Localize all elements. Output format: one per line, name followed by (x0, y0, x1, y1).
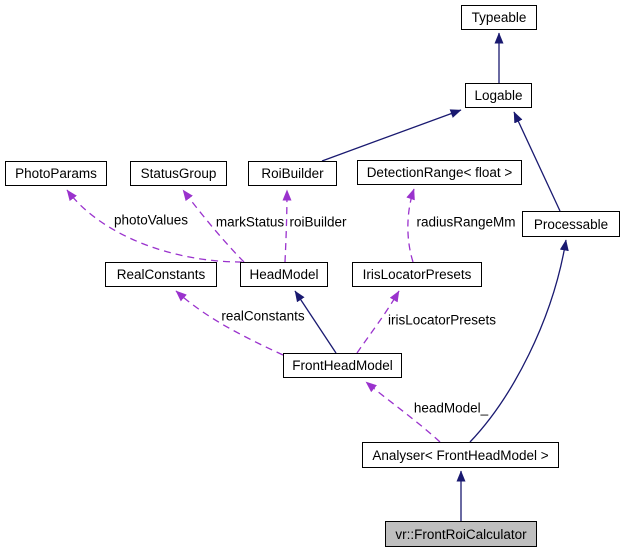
node-frontheadmodel[interactable]: FrontHeadModel (283, 353, 402, 378)
node-realconstants[interactable]: RealConstants (105, 262, 217, 287)
edge-inheritance-processable-logable (513, 111, 561, 212)
edge-label-irislocatorpresets: irisLocatorPresets (387, 312, 497, 328)
edge-inheritance-roibuilder-logable (321, 109, 462, 162)
edge-label-radiusrangemm: radiusRangeMm (416, 214, 516, 230)
edge-usage-headmodel-statusgroup (182, 189, 245, 263)
edge-usage-headmodel-photoparams (66, 189, 243, 263)
edge-inheritance-frontheadmodel-headmodel (294, 290, 337, 354)
edge-label-markstatus: markStatus (215, 214, 285, 230)
edge-label-roibuilder: roiBuilder (289, 214, 347, 230)
edge-label-photovalues: photoValues (113, 212, 189, 228)
node-headmodel[interactable]: HeadModel (240, 262, 328, 287)
node-logable[interactable]: Logable (465, 83, 532, 108)
node-vr-frontroicalculator[interactable]: vr::FrontRoiCalculator (385, 521, 537, 547)
edge-usage-frontheadmodel-irislocatorpresets (356, 290, 400, 354)
node-typeable[interactable]: Typeable (461, 5, 537, 30)
edge-usage-analyser-frontheadmodel (365, 381, 441, 443)
node-analyser-frontheadmodel[interactable]: Analyser< FrontHeadModel > (362, 442, 559, 468)
edge-usage-frontheadmodel-realconstants (175, 290, 284, 356)
node-irislocatorpresets[interactable]: IrisLocatorPresets (352, 262, 482, 287)
node-statusgroup[interactable]: StatusGroup (130, 161, 227, 186)
edge-usage-irislocatorpresets-detectionrange (406, 188, 415, 263)
node-roibuilder[interactable]: RoiBuilder (248, 161, 337, 186)
node-photoparams[interactable]: PhotoParams (5, 161, 107, 186)
node-processable[interactable]: Processable (522, 211, 620, 237)
edge-label-realconstants: realConstants (221, 308, 305, 324)
edge-label-headmodel: headModel_ (413, 400, 489, 416)
edge-usage-headmodel-roibuilder (282, 189, 292, 263)
edge-inheritance-analyser-processable (469, 239, 569, 443)
node-detectionrange-float[interactable]: DetectionRange< float > (357, 160, 522, 185)
